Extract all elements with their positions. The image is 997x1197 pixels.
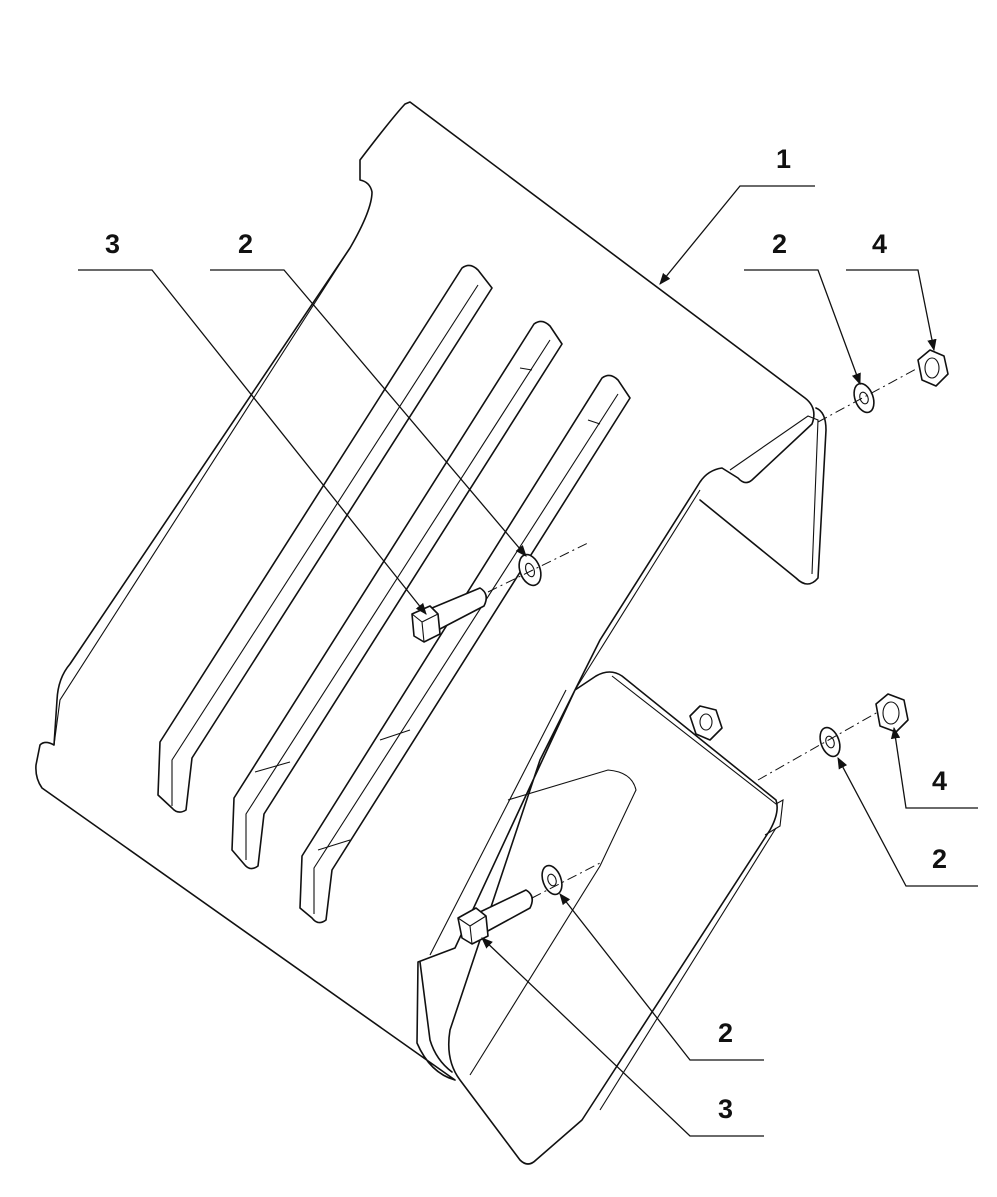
rear-flange <box>699 407 827 585</box>
washer-upper-right <box>853 382 875 414</box>
callout-4-upper: 4 <box>872 229 887 259</box>
axis-upper-left <box>487 541 591 593</box>
callout-2-upper-right: 2 <box>772 229 787 259</box>
plate-fold-line <box>429 689 567 956</box>
axis-lower-right <box>757 711 879 781</box>
callout-4-lower: 4 <box>932 766 947 796</box>
plate-left-fold <box>53 247 351 746</box>
leader-5 <box>846 269 937 352</box>
axis-upper-right <box>817 367 919 423</box>
leader-3 <box>210 269 527 557</box>
slot-3 <box>299 374 631 924</box>
plate-fold-line-2 <box>574 489 701 691</box>
guard-plate-outline <box>35 101 815 1165</box>
nut-upper <box>917 349 949 387</box>
lower-flange <box>419 961 453 1073</box>
callout-2-upper-left: 2 <box>238 229 253 259</box>
leader-9 <box>481 937 764 1137</box>
washer-upper-left <box>518 553 542 587</box>
washer-lower-left <box>541 864 563 896</box>
nut-lower <box>875 693 909 733</box>
guard-plate <box>35 101 827 1165</box>
leader-2 <box>78 269 427 615</box>
slot-1 <box>157 264 493 813</box>
bolt-upper <box>411 587 488 643</box>
callout-2-lower-right: 2 <box>932 844 947 874</box>
lower-bracket-edge-2 <box>599 827 777 1111</box>
callout-1: 1 <box>776 144 791 174</box>
lower-bracket-edge <box>611 675 784 836</box>
axis-lower-left <box>531 861 603 899</box>
slot-2 <box>231 320 563 870</box>
callout-3-upper: 3 <box>105 229 120 259</box>
leader-8 <box>559 893 764 1061</box>
leader-6 <box>890 726 978 809</box>
rear-flange-edge <box>729 415 819 575</box>
washer-lower-right <box>819 726 841 758</box>
leader-4 <box>744 269 861 386</box>
callout-2-lower-left: 2 <box>718 1018 733 1048</box>
bolt-lower <box>457 889 534 945</box>
leader-7 <box>837 756 978 887</box>
leader-1 <box>659 185 815 285</box>
callout-3-lower: 3 <box>718 1094 733 1124</box>
nut-mounted <box>689 705 723 741</box>
lower-flange-inner <box>469 769 637 1076</box>
